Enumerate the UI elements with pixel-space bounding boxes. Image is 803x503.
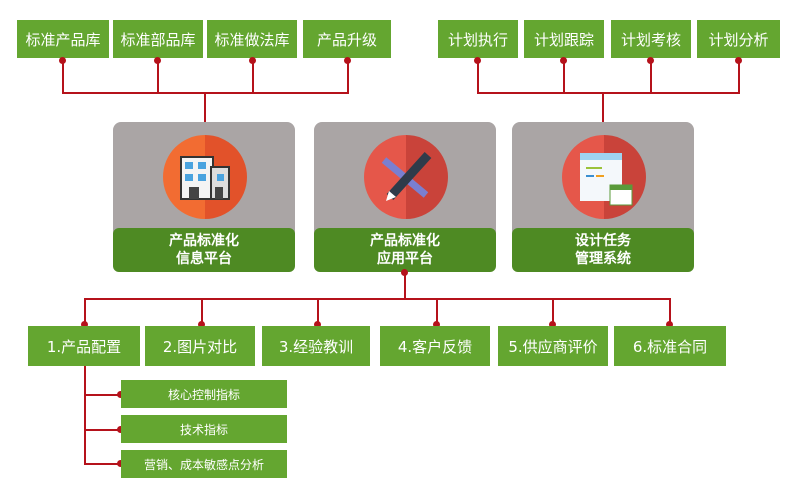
top-item-plan-execute[interactable]: 计划执行 [438, 20, 518, 58]
platform-design-task[interactable]: 设计任务管理系统 [512, 122, 694, 272]
module-image-compare[interactable]: 2.图片对比 [145, 326, 255, 366]
platform-application[interactable]: 产品标准化应用平台 [314, 122, 496, 272]
top-item-standard-product-lib[interactable]: 标准产品库 [17, 20, 109, 58]
building-icon [163, 135, 247, 219]
module-customer-feedback[interactable]: 4.客户反馈 [380, 326, 490, 366]
sub-item-core-indicators[interactable]: 核心控制指标 [121, 380, 287, 408]
sub-item-tech-indicators[interactable]: 技术指标 [121, 415, 287, 443]
platform-title: 产品标准化 [169, 233, 239, 249]
platform-subtitle: 信息平台 [176, 251, 232, 267]
top-item-plan-analysis[interactable]: 计划分析 [697, 20, 780, 58]
top-item-standard-parts-lib[interactable]: 标准部品库 [113, 20, 203, 58]
top-item-plan-assess[interactable]: 计划考核 [611, 20, 691, 58]
module-supplier-eval[interactable]: 5.供应商评价 [498, 326, 608, 366]
platform-info[interactable]: 产品标准化信息平台 [113, 122, 295, 272]
platform-title: 产品标准化 [370, 233, 440, 249]
module-lessons[interactable]: 3.经验教训 [262, 326, 370, 366]
sub-item-cost-analysis[interactable]: 营销、成本敏感点分析 [121, 450, 287, 478]
platform-subtitle: 应用平台 [377, 251, 433, 267]
top-item-standard-method-lib[interactable]: 标准做法库 [207, 20, 297, 58]
top-item-product-upgrade[interactable]: 产品升级 [303, 20, 391, 58]
module-standard-contract[interactable]: 6.标准合同 [614, 326, 726, 366]
platform-title: 设计任务 [575, 233, 631, 249]
module-product-config[interactable]: 1.产品配置 [28, 326, 140, 366]
pencil-ruler-icon [364, 135, 448, 219]
top-item-plan-track[interactable]: 计划跟踪 [524, 20, 604, 58]
platform-subtitle: 管理系统 [575, 251, 631, 267]
calendar-schedule-icon [562, 135, 646, 219]
